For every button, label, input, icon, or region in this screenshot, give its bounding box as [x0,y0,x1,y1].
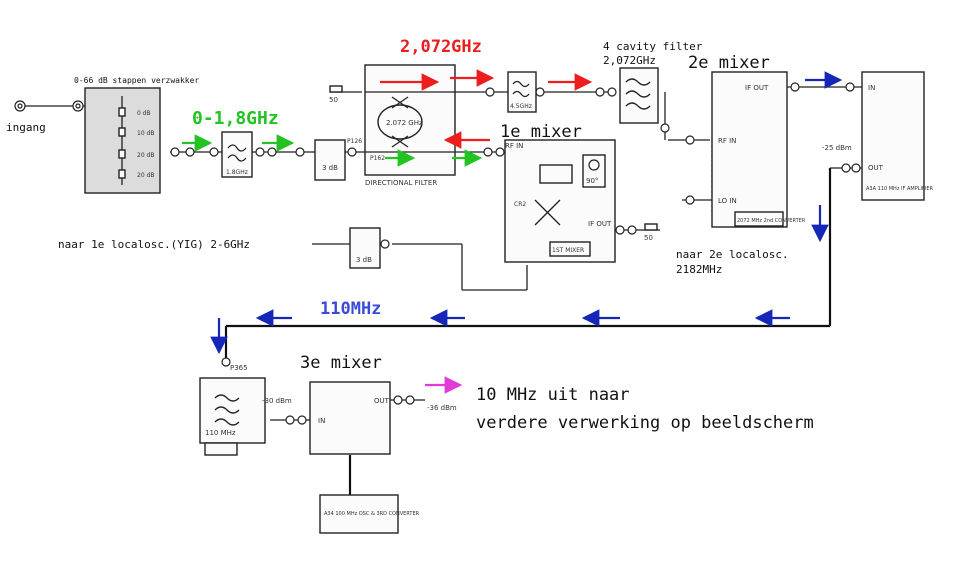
if-amplifier: IN OUT A3A 110 MHz IF AMPLIFIER [861,71,933,201]
deg90-label: 90° [586,177,598,185]
cavity-filter-label: 4 cavity filter [603,40,703,53]
mixer3-label: 3e mixer [300,353,382,373]
attenuator-label: 0-66 dB stappen verzwakker [74,76,199,85]
output-line1: 10 MHz uit naar [476,385,630,405]
bandpass-110mhz: 110 MHz [199,377,266,456]
mixer3-out-label: OUT [374,397,390,405]
cavity-filter-freq: 2,072GHz [603,54,656,67]
localosc2-freq: 2182MHz [676,263,722,276]
input-connector [14,100,84,112]
p162-label: P162 [370,155,385,162]
amp-out-label: OUT [868,164,884,172]
output-line2: verdere verwerking op beeldscherm [476,413,814,433]
mixer1-box-label: 1ST MIXER [552,247,584,254]
att3-label: 3 dB [322,164,338,172]
mixer3-in-label: IN [318,417,325,425]
second-converter: 2072 MHz 2nd CONVERTER IF OUT RF IN LO I… [711,71,806,228]
oscillator-converter: A34 100 MHz OSC & 3RD CONVERTER [319,494,420,534]
converter2-label: 2072 MHz 2nd CONVERTER [737,218,806,224]
osc-box-label: A34 100 MHz OSC & 3RD CONVERTER [324,511,420,517]
attenuator-block: 0 dB 10 dB 20 dB 20 dB [84,87,161,194]
level-30-label: -30 dBm [262,397,292,405]
attenuator-3db-lo: 3 dB [349,227,381,269]
level-25-label: -25 dBm [822,144,852,152]
localosc2-label: naar 2e localosc. [676,248,789,261]
if-out-1-label: IF OUT [588,220,612,228]
level-36-label: -36 dBm [427,404,457,412]
load-50-top: 50 [329,85,362,104]
att-step-2: 20 dB [137,152,154,159]
att-step-3: 20 dB [137,172,154,179]
p365-label: P365 [230,364,248,372]
attenuator-3db: 3 dB [314,139,346,181]
amp-box-label: A3A 110 MHz IF AMPLIFIER [866,186,933,192]
att-step-1: 10 dB [137,130,154,137]
p126-label: P126 [347,138,362,145]
att-step-0: 0 dB [137,110,151,117]
lo-in-2-label: LO IN [718,197,737,205]
localosc1-label: naar 1e localosc.(YIG) 2-6GHz [58,238,250,251]
freq-110-label: 110MHz [320,299,381,319]
lpf45-label: 4.5GHz [510,103,532,110]
bpf110-label: 110 MHz [205,429,236,437]
load50-top-label: 50 [329,96,338,104]
att3b-label: 3 dB [356,256,372,264]
load-50-if: 50 [644,223,658,242]
dir-filter-label: DIRECTIONAL FILTER [365,179,437,187]
red-arrows [380,69,593,149]
ingang-label: ingang [6,121,46,134]
third-mixer: IN OUT [309,381,391,455]
dir-filter-freq: 2.072 GHz [386,119,423,127]
freq-band-label: 0-1,8GHz [192,108,279,129]
if-out-2-label: IF OUT [745,84,769,92]
cr2-label: CR2 [514,201,526,208]
rf-in-1-label: RF IN [505,142,523,150]
amp-in-label: IN [868,84,875,92]
mixer1-label: 1e mixer [500,122,582,142]
lpf-label: 1.8GHz [226,169,248,176]
load50-if-label: 50 [644,234,653,242]
freq-2072-label: 2,072GHz [400,37,482,57]
rf-in-2-label: RF IN [718,137,736,145]
first-mixer: 90° 1ST MIXER RF IN IF OUT CR2 [504,139,616,263]
blue-arrows [210,71,843,355]
cavity-filter [619,67,659,124]
mixer2-label: 2e mixer [688,53,770,73]
lowpass-filter-4-5ghz: 4.5GHz [507,71,537,113]
lowpass-filter-1-8ghz: 1.8GHz [221,131,253,178]
green-arrows [182,134,483,167]
